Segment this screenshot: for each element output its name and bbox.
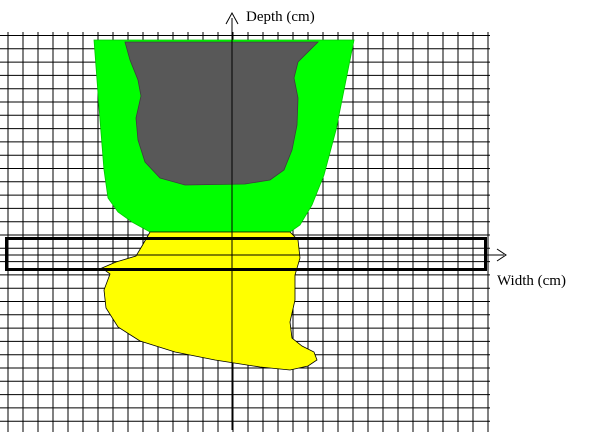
depth-axis-label: Depth (cm) <box>246 9 315 25</box>
width-axis-arrow <box>496 248 507 262</box>
gray-region <box>124 41 319 186</box>
highlight-band <box>5 237 487 271</box>
depth-axis-arrow <box>225 11 239 25</box>
width-axis-label: Width (cm) <box>497 273 566 289</box>
